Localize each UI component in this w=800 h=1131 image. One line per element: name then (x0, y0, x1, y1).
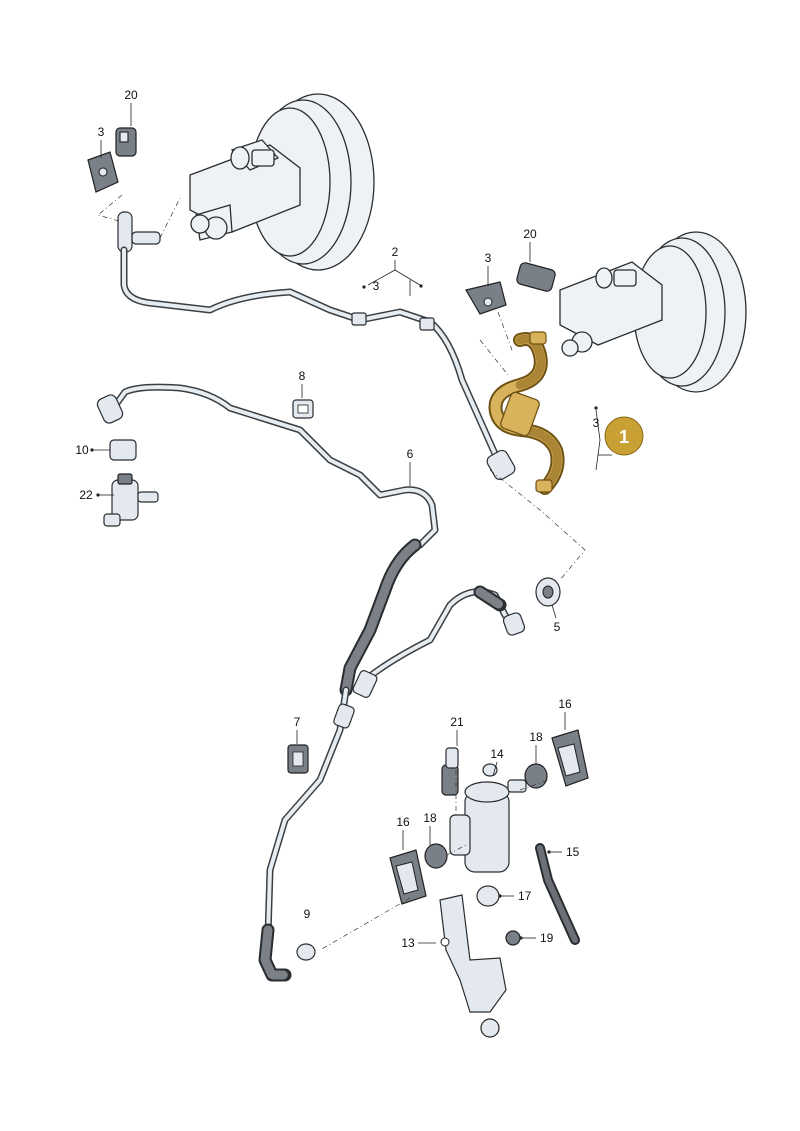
callout-20-right: 20 (523, 227, 537, 241)
vacuum-pipe-lower-branch (264, 686, 350, 939)
elbow-connector-top (117, 211, 161, 253)
callout-3-hose: 3 (593, 416, 600, 430)
clip-10 (109, 439, 137, 461)
pipe-6-elbow (96, 394, 124, 424)
callout-18-left: 18 (423, 811, 437, 825)
nut-19 (505, 930, 521, 946)
pipe-junction (352, 670, 378, 698)
pipe-junction-b (333, 703, 355, 729)
callout-6: 6 (407, 447, 414, 461)
pipe-2-end-fitting (486, 449, 516, 481)
callout-3-right: 3 (485, 251, 492, 265)
callout-3-pipe: 3 (373, 279, 380, 293)
vacuum-pipe-2 (120, 246, 504, 469)
callout-17: 17 (518, 889, 532, 903)
callout-7: 7 (294, 715, 301, 729)
callout-13: 13 (401, 936, 415, 950)
pipe-end-fitting-5 (502, 612, 526, 636)
nut-17 (476, 885, 500, 907)
callout-16-left: 16 (396, 815, 410, 829)
pipe-2-joint (351, 312, 367, 326)
grommet-18-left (424, 843, 448, 869)
bracket-3-top (87, 151, 119, 193)
leader-dots (90, 284, 598, 940)
bracket-16-left (389, 849, 427, 905)
callout-22: 22 (79, 488, 93, 502)
clip-7 (287, 744, 309, 774)
callout-18-top: 18 (529, 730, 543, 744)
check-valve-22 (103, 473, 159, 527)
hose-15 (535, 843, 580, 945)
callout-8: 8 (299, 369, 306, 383)
callout-19: 19 (540, 931, 554, 945)
mounting-bracket-13 (439, 894, 507, 1038)
callout-labels: 20 3 2 3 20 3 8 3 10 6 22 5 7 21 14 18 1… (75, 88, 599, 950)
vacuum-pipe-6 (108, 383, 439, 549)
sensor-20-right (516, 262, 556, 292)
callout-15: 15 (566, 845, 580, 859)
clip-8 (292, 399, 314, 419)
brake-booster-right (559, 231, 747, 393)
highlight-badge-label: 1 (619, 427, 629, 447)
callout-20-top: 20 (124, 88, 138, 102)
callout-21: 21 (450, 715, 464, 729)
callout-14: 14 (490, 747, 504, 761)
highlight-badge-1[interactable]: 1 (604, 416, 644, 456)
callout-3-top: 3 (98, 125, 105, 139)
bracket-3-right (465, 281, 507, 315)
callout-9: 9 (304, 907, 311, 921)
grommet-5 (535, 577, 561, 607)
vacuum-pump-14 (441, 747, 527, 873)
pipe-2-joint-b (419, 317, 435, 331)
brake-booster-top (189, 93, 375, 271)
cap-9 (296, 943, 316, 961)
callout-5: 5 (554, 620, 561, 634)
bracket-16-top (551, 729, 589, 787)
callout-2: 2 (392, 245, 399, 259)
callout-10: 10 (75, 443, 89, 457)
sensor-20-top (115, 127, 137, 157)
highlighted-vacuum-hose-1 (488, 331, 565, 495)
leader-lines (92, 103, 612, 944)
callout-16-top: 16 (558, 697, 572, 711)
